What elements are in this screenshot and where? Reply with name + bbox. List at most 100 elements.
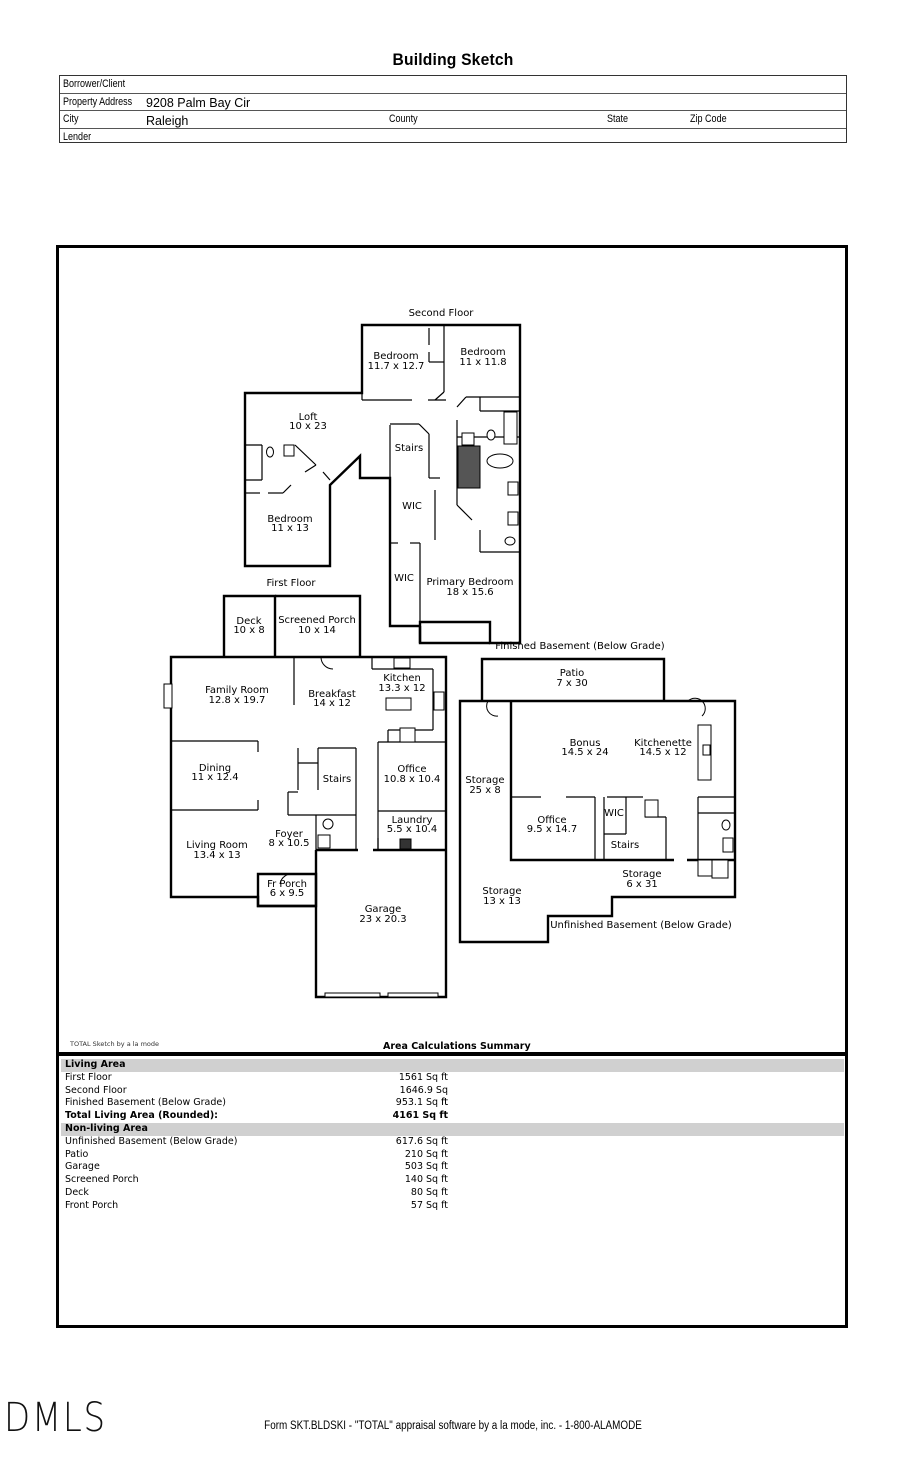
county-label: County	[389, 113, 418, 125]
room-name: Office	[537, 815, 566, 826]
room-dims: 11 x 11.8	[459, 357, 506, 368]
row-label: Second Floor	[65, 1084, 127, 1096]
lender-label: Lender	[63, 130, 92, 143]
table-row: Patio 210 Sq ft	[61, 1149, 844, 1162]
room-name: Storage	[622, 869, 661, 880]
area-summary-title: Area Calculations Summary	[383, 1041, 531, 1052]
room-dims: 6 x 31	[626, 879, 657, 890]
total-value: 4161 Sq ft	[392, 1110, 448, 1122]
city-row: City Raleigh County State Zip Code	[60, 111, 846, 129]
row-value: 140 Sq ft	[404, 1174, 448, 1186]
room-name: Loft	[299, 412, 318, 423]
room-dims: 9.5 x 14.7	[527, 824, 577, 835]
row-value: 953.1 Sq ft	[395, 1097, 448, 1109]
room-dims: 23 x 20.3	[359, 914, 406, 925]
room-dims: 12.8 x 19.7	[209, 695, 266, 706]
state-label: State	[607, 113, 629, 125]
room-name: Kitchenette	[634, 738, 692, 749]
room-name: Patio	[560, 668, 585, 679]
room-dims: 13.3 x 12	[378, 683, 425, 694]
room-name: Kitchen	[383, 673, 421, 684]
city-value: Raleigh	[146, 114, 189, 128]
table-row: Unfinished Basement (Below Grade) 617.6 S…	[61, 1136, 844, 1149]
row-label: Patio	[65, 1148, 89, 1160]
room-dims: 10.8 x 10.4	[384, 774, 441, 785]
room-name: Fr Porch	[267, 879, 307, 890]
row-label: First Floor	[65, 1071, 112, 1083]
form-footer: Form SKT.BLDSKI - "TOTAL" appraisal soft…	[264, 1420, 642, 1432]
table-row: Front Porch 57 Sq ft	[61, 1200, 844, 1213]
row-value: 1646.9 Sq ft	[399, 1084, 448, 1109]
living-area-header: Living Area	[61, 1059, 844, 1072]
room-dims: 18 x 15.6	[446, 587, 493, 598]
row-label: Deck	[65, 1186, 89, 1198]
room-dims: 7 x 30	[556, 678, 587, 689]
row-value: 57 Sq ft	[410, 1199, 448, 1211]
address-row: Property Address 9208 Palm Bay Cir	[60, 94, 846, 111]
row-value: 503 Sq ft	[404, 1161, 448, 1173]
room-dims: 10 x 23	[289, 421, 327, 432]
room-dims: 10 x 8	[233, 625, 264, 636]
room-name: WIC	[394, 573, 414, 584]
room-name: Storage	[465, 775, 504, 786]
room-name: Stairs	[323, 774, 352, 785]
row-value: 617.6 Sq ft	[395, 1135, 448, 1147]
row-label: Unfinished Basement (Below Grade)	[65, 1135, 238, 1147]
first-floor-label: First Floor	[266, 578, 316, 589]
room-name: Deck	[236, 616, 261, 627]
section-label: Living Area	[65, 1059, 126, 1070]
finished-basement-label: Finished Basement (Below Grade)	[495, 641, 664, 652]
room-dims: 5.5 x 10.4	[387, 824, 437, 835]
room-name: Screened Porch	[278, 615, 356, 626]
borrower-label: Borrower/Client	[63, 78, 126, 90]
room-name: Stairs	[611, 840, 640, 851]
room-name: Primary Bedroom	[426, 577, 513, 588]
room-name: WIC	[402, 501, 422, 512]
room-name: Bedroom	[460, 347, 505, 358]
sketch-credit: TOTAL Sketch by a la mode	[70, 1040, 160, 1048]
room-name: Garage	[365, 904, 402, 915]
room-dims: 11 x 12.4	[191, 772, 238, 783]
table-row: Finished Basement (Below Grade)953.1 Sq …	[61, 1097, 844, 1110]
room-name: Living Room	[186, 840, 247, 851]
room-dims: 6 x 9.5	[270, 888, 305, 899]
room-name: WIC	[604, 808, 624, 819]
room-name: Bedroom	[267, 514, 312, 525]
room-dims: 11.7 x 12.7	[368, 361, 425, 372]
room-dims: 14.5 x 12	[639, 747, 686, 758]
dmls-watermark-logo: DMLS	[4, 1395, 107, 1441]
section-divider	[56, 1052, 848, 1056]
borrower-row: Borrower/Client	[60, 76, 846, 94]
address-label: Property Address	[63, 95, 133, 108]
room-dims: 25 x 8	[469, 785, 500, 796]
room-name: Family Room	[205, 685, 269, 696]
second-floor-label: Second Floor	[409, 308, 475, 319]
table-row: Garage 503 Sq ft	[61, 1161, 844, 1174]
row-label: Front Porch	[65, 1199, 119, 1211]
room-dims: 14.5 x 24	[561, 747, 608, 758]
total-row: Total Living Area (Rounded):4161 Sq ft	[61, 1110, 844, 1123]
room-dims: 13 x 13	[483, 896, 521, 907]
row-value: 210 Sq ft	[404, 1148, 448, 1160]
room-dims: 13.4 x 13	[193, 850, 240, 861]
nonliving-area-header: Non-living Area	[61, 1122, 844, 1136]
address-value: 9208 Palm Bay Cir	[146, 95, 251, 110]
zip-label: Zip Code	[690, 113, 727, 125]
city-label: City	[63, 113, 79, 125]
room-name: Bonus	[570, 738, 601, 749]
unfinished-basement-label: Unfinished Basement (Below Grade)	[550, 920, 732, 931]
room-dims: 14 x 12	[313, 698, 351, 709]
property-header-table: Borrower/Client Property Address 9208 Pa…	[59, 75, 847, 143]
sketch-frame	[56, 245, 848, 1328]
lender-row: Lender	[60, 129, 846, 146]
room-name: Foyer	[275, 829, 304, 840]
table-row: Second Floor 1646.9 Sq ft	[61, 1084, 844, 1109]
room-name: Storage	[482, 886, 521, 897]
room-name: Laundry	[392, 815, 433, 826]
row-label: Garage	[65, 1161, 100, 1173]
room-name: Stairs	[395, 443, 424, 454]
